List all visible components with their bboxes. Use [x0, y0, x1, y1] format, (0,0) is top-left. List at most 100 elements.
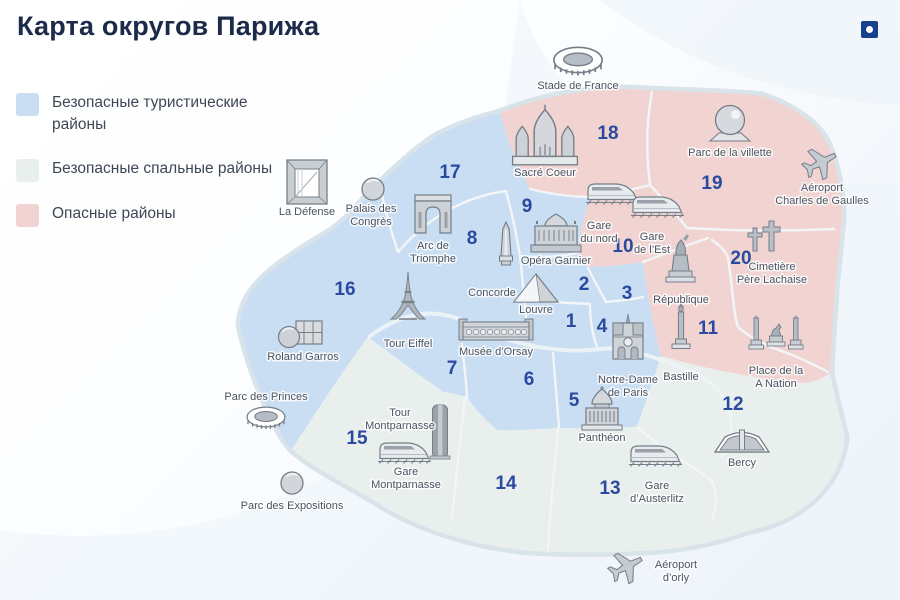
district-number-18: 18: [597, 123, 618, 144]
la-defense-label: La Défense: [279, 206, 335, 218]
stade-de-france-label: Stade de France: [537, 80, 618, 92]
pantheon-label: Panthéon: [578, 432, 625, 444]
arc-de-triomphe-icon: [414, 194, 452, 234]
parc-de-la-villette-label: Parc de la villette: [688, 147, 772, 159]
la-defense-icon: [286, 159, 328, 205]
seine-river: [368, 311, 734, 458]
district-boundary: [635, 425, 717, 522]
bercy-icon: [713, 429, 771, 453]
district-boundary: [504, 189, 522, 258]
legend-label-tourist: Безопасные туристические районы: [52, 94, 248, 134]
tour-eiffel-icon: [389, 271, 427, 320]
gare-d-austerlitz-icon: [629, 445, 682, 467]
district-boundary: [646, 90, 654, 186]
district-number-15: 15: [346, 428, 368, 449]
district-number-14: 14: [495, 473, 517, 494]
district-boundary: [518, 251, 580, 259]
opera-garnier-label: Opéra Garnier: [521, 255, 592, 267]
gare-montparnasse-icon: [378, 442, 431, 464]
bastille-label: Bastille: [663, 371, 698, 383]
district-number-7: 7: [447, 358, 458, 379]
legend-swatch-tourist: [16, 93, 39, 116]
louvre-label: Louvre: [519, 304, 553, 316]
district-boundary: [685, 226, 836, 232]
cimetiere-pere-lachaise-icon: [747, 220, 781, 252]
district-number-1: 1: [566, 311, 577, 332]
district-boundary: [588, 302, 599, 349]
palais-des-congres-icon: [361, 177, 385, 201]
gare-du-nord-icon: [586, 183, 639, 205]
district-number-8: 8: [467, 228, 478, 249]
legend-swatch-residential: [16, 158, 39, 182]
sacre-coeur-icon: [511, 104, 579, 166]
gare-de-l-est-icon: [631, 196, 684, 218]
logo-dot-icon: [866, 26, 873, 33]
district-number-4: 4: [597, 316, 608, 337]
parc-des-expositions-icon: [280, 471, 304, 495]
district-boundary: [604, 295, 645, 304]
zone-tourist: [240, 113, 661, 449]
bastille-icon: [671, 303, 691, 349]
pantheon-icon: [581, 386, 623, 431]
district-boundary: [641, 236, 710, 264]
district-number-10: 10: [612, 236, 633, 257]
parc-de-la-villette-icon: [708, 104, 752, 142]
republique-label: République: [653, 294, 709, 306]
legend: Безопасные туристические районы Безопасн…: [16, 92, 292, 227]
page-title: Карта округов Парижа: [17, 11, 320, 41]
district-number-16: 16: [334, 279, 355, 300]
district-number-12: 12: [722, 394, 743, 415]
legend-item-residential: Безопасные спальные районы: [16, 158, 292, 182]
district-boundary: [586, 266, 608, 304]
district-boundary: [710, 238, 830, 374]
parc-des-expositions-label: Parc des Expositions: [241, 500, 344, 512]
district-number-3: 3: [622, 283, 633, 304]
district-boundary: [450, 396, 467, 521]
district-number-9: 9: [522, 196, 533, 217]
background-wave-top: [600, 0, 900, 105]
tour-eiffel-label: Tour Eiffel: [384, 338, 433, 350]
legend-item-tourist: Безопасные туристические районы: [16, 92, 292, 137]
district-number-19: 19: [701, 173, 722, 194]
district-number-13: 13: [599, 478, 620, 499]
louvre-icon: [512, 273, 560, 303]
district-number-6: 6: [524, 369, 535, 390]
district-boundary: [460, 342, 469, 399]
stade-de-france-icon: [553, 46, 603, 76]
musee-d-orsay-icon: [458, 318, 534, 341]
concorde-label: Concorde: [468, 287, 516, 299]
parc-des-princes-icon: [246, 406, 286, 430]
logo-mark: [861, 21, 878, 38]
tour-montparnasse-icon: [429, 404, 451, 460]
district-number-17: 17: [439, 162, 460, 183]
zone-danger: [500, 89, 842, 383]
aeroport-charles-de-gaulles-icon: [800, 148, 837, 181]
roland-garros-icon: [277, 320, 323, 349]
opera-garnier-icon: [530, 213, 582, 253]
aeroport-d-orly-icon: [606, 552, 643, 585]
district-number-20: 20: [730, 248, 751, 269]
republique-icon: [665, 234, 696, 283]
musee-d-orsay-label: Musée d’Orsay: [459, 346, 533, 358]
parc-des-princes-label: Parc des Princes: [224, 391, 308, 403]
concorde-icon: [499, 220, 513, 266]
legend-label-residential: Безопасные спальные районы: [52, 159, 273, 177]
legend-item-danger: Опасные районы: [16, 203, 292, 227]
bercy-label: Bercy: [728, 457, 757, 469]
legend-label-danger: Опасные районы: [52, 204, 176, 222]
district-number-2: 2: [579, 274, 590, 295]
zone-residential: [292, 337, 845, 553]
place-de-la-nation-icon: [748, 315, 804, 350]
legend-swatch-danger: [16, 203, 39, 227]
